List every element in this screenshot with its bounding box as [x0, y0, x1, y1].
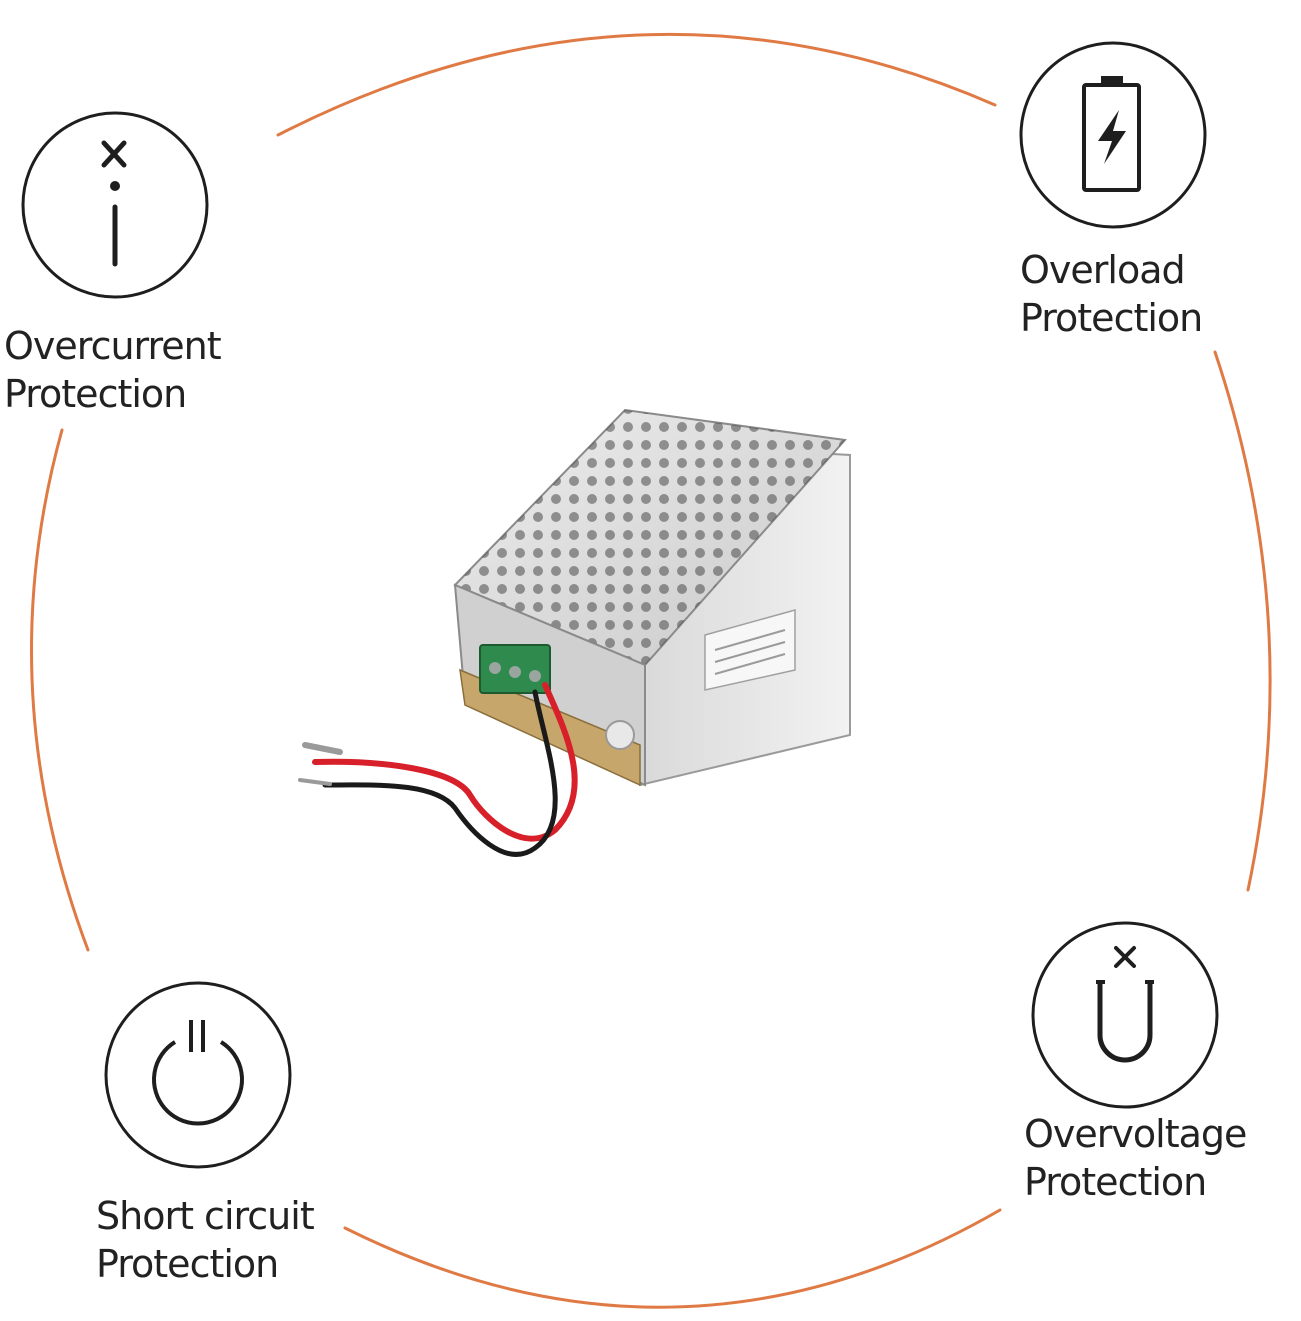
ring-arc-right: [1213, 350, 1272, 892]
psu-pcb: [459, 668, 641, 787]
overcurrent-line1: Overcurrent: [4, 324, 222, 368]
short-circuit-line2: Protection: [96, 1242, 279, 1286]
red-wire: [312, 682, 578, 842]
ring-arc-bottom: [343, 1208, 1002, 1309]
overvoltage-line2: Protection: [1024, 1160, 1207, 1204]
overcurrent-icon: [21, 111, 209, 299]
magnet-icon: [1031, 921, 1219, 1109]
short-circuit-line1: Short circuit: [96, 1194, 315, 1238]
overload-line1: Overload: [1020, 248, 1186, 292]
black-wire: [322, 689, 558, 857]
overvoltage-label: Overvoltage Protection: [1024, 1110, 1247, 1206]
power-icon: [104, 981, 292, 1169]
ring-arc-top: [276, 32, 997, 137]
power-supply-unit-image: [298, 408, 851, 857]
short-circuit-label: Short circuit Protection: [96, 1192, 315, 1288]
overvoltage-line1: Overvoltage: [1024, 1112, 1247, 1156]
overcurrent-line2: Protection: [4, 372, 187, 416]
overload-label: Overload Protection: [1020, 246, 1203, 342]
ring-arc-left: [30, 428, 90, 952]
overcurrent-label: Overcurrent Protection: [4, 322, 222, 418]
overload-line2: Protection: [1020, 296, 1203, 340]
capacitor: [605, 720, 635, 750]
battery-bolt-icon: [1019, 41, 1207, 229]
terminal-block: [479, 644, 551, 694]
